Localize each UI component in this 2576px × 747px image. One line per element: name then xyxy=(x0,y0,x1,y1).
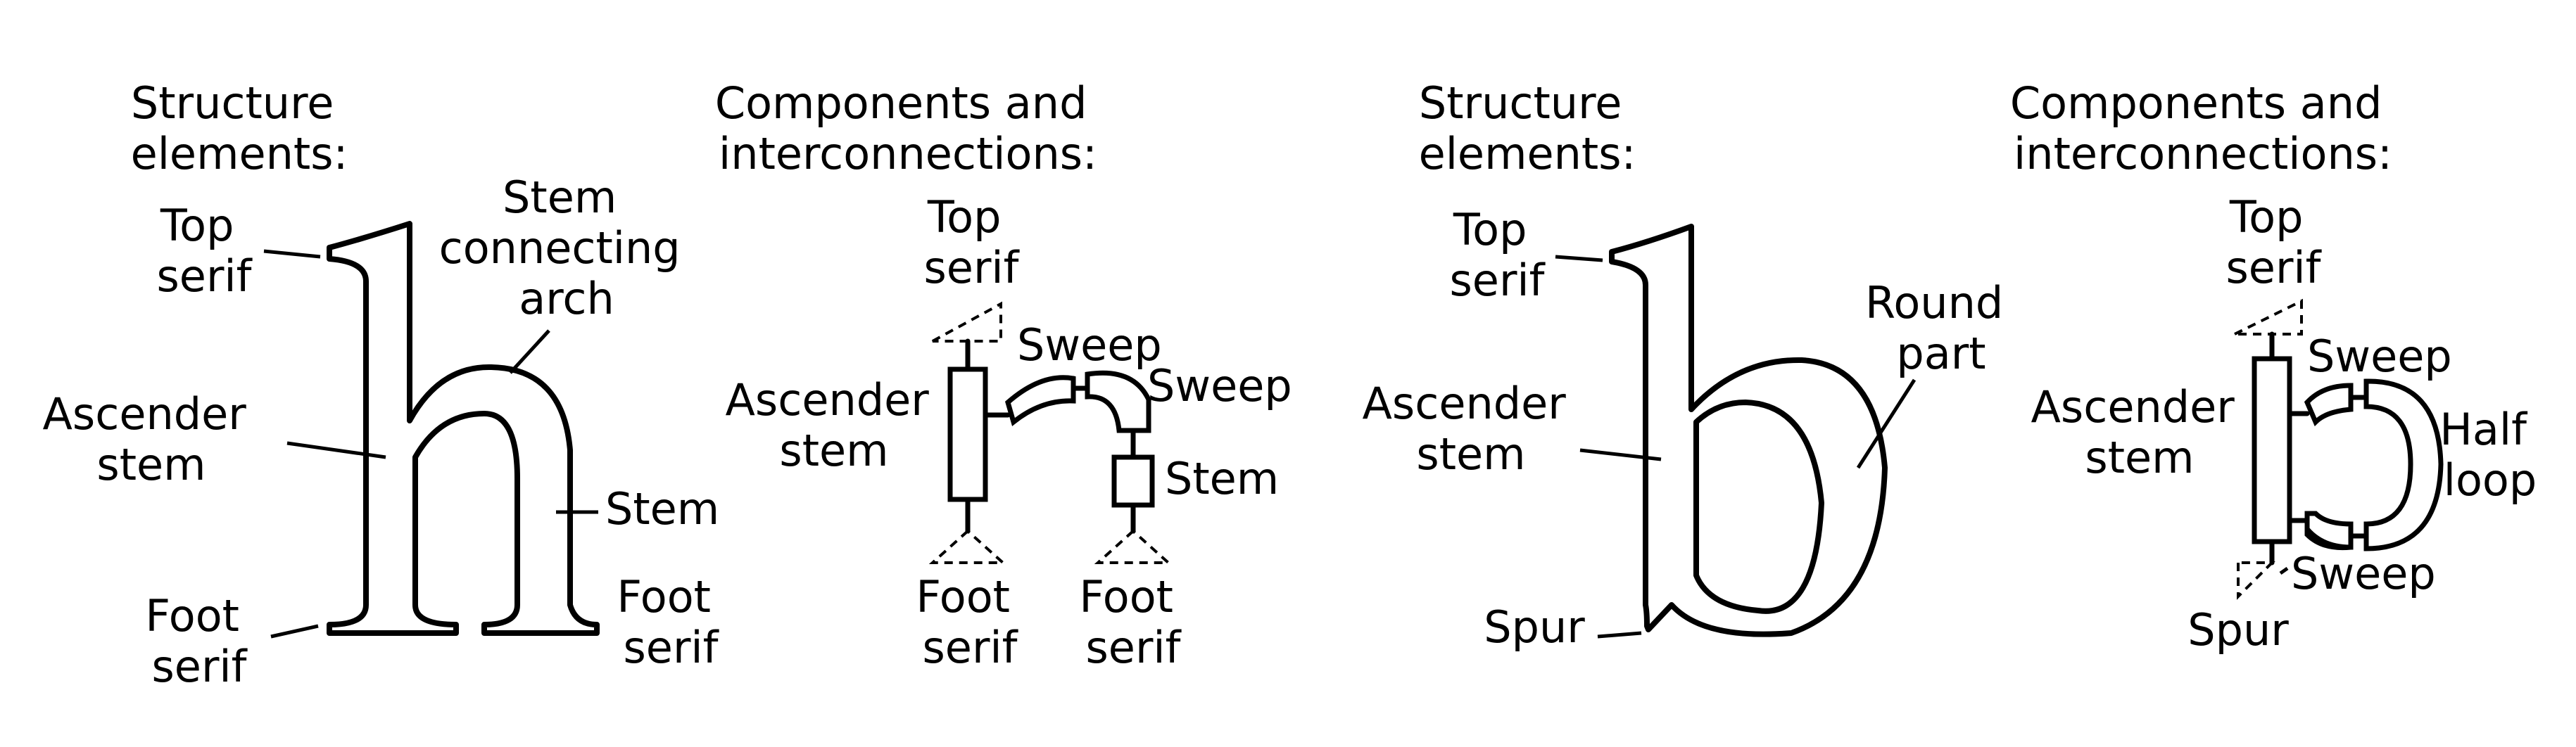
h-stem-label: Stem xyxy=(605,483,719,535)
h-ascender-leader xyxy=(286,441,386,459)
b-comp-spur-placeholder xyxy=(2237,561,2275,600)
b-top-serif-label: Top serif xyxy=(1450,204,1546,306)
h-comp-foot-serif-left-placeholder xyxy=(928,529,1007,564)
b-comp-sweep-top-shape xyxy=(2304,383,2354,427)
panel3-heading: Structure elements: xyxy=(1419,77,1636,179)
h-foot-serif-left-label: Foot serif xyxy=(145,590,253,692)
b-comp-top-serif-placeholder xyxy=(2234,298,2303,336)
b-spur-leader xyxy=(1597,631,1642,639)
b-comp-half-loop-label: Half loop xyxy=(2439,404,2540,506)
h-comp-foot-serif-right-label: Foot serif xyxy=(1079,571,1187,673)
h-comp-sweep-2-label: Sweep xyxy=(1147,360,1292,411)
letter-h-outline xyxy=(327,221,600,636)
b-comp-sweep-bottom-leader xyxy=(2279,566,2289,575)
h-comp-stem-box xyxy=(1111,454,1155,508)
b-comp-sweep-top-label: Sweep xyxy=(2307,331,2452,382)
panel2-heading: Components and interconnections: xyxy=(715,77,1101,179)
h-comp-top-serif-placeholder xyxy=(932,301,1002,343)
h-stem-connecting-arch-label: Stem connecting arch xyxy=(439,172,695,324)
h-comp-ascender-stem-label: Ascender stem xyxy=(726,374,943,476)
b-comp-ascender-stem-box xyxy=(2252,356,2292,544)
h-comp-foot-serif-right-placeholder xyxy=(1094,529,1173,564)
h-comp-foot-serif-left-label: Foot serif xyxy=(916,571,1023,673)
panel-h-components: Components and interconnections: Top ser… xyxy=(715,77,1292,673)
panel-h-structure: Structure elements: Top serif Stem conne… xyxy=(43,77,724,692)
b-round-part-label: Round part xyxy=(1865,277,2017,379)
h-comp-sweep-1-shape xyxy=(1005,375,1076,427)
b-comp-ascender-stem-label: Ascender stem xyxy=(2031,381,2249,483)
b-ascender-stem-label: Ascender stem xyxy=(1363,378,1580,480)
h-foot-serif-left-leader xyxy=(270,624,319,639)
b-comp-sweep-bottom-body xyxy=(2304,511,2354,550)
b-comp-half-loop-shape xyxy=(2363,378,2444,551)
h-comp-sweep-2-shape xyxy=(1085,370,1151,433)
h-comp-top-serif-label: Top serif xyxy=(924,191,1021,293)
h-top-serif-label: Top serif xyxy=(157,200,253,302)
b-ascender-leader xyxy=(1579,448,1662,461)
h-top-serif-leader xyxy=(263,249,321,259)
panel4-heading: Components and interconnections: xyxy=(2010,77,2396,179)
b-top-serif-leader xyxy=(1555,255,1603,262)
b-comp-spur-label: Spur xyxy=(2187,604,2289,656)
b-comp-sweep-bottom-label: Sweep xyxy=(2291,548,2436,599)
panel-b-structure: Structure elements: Top serif Round part… xyxy=(1363,77,2017,653)
h-ascender-stem-label: Ascender stem xyxy=(43,388,260,490)
letter-b-outline xyxy=(1609,224,1888,637)
h-comp-sweep-1-label: Sweep xyxy=(1017,319,1162,371)
panel-b-components: Components and interconnections: Top ser… xyxy=(2010,77,2540,656)
h-comp-ascender-stem-box xyxy=(947,366,988,502)
panel1-heading: Structure elements: xyxy=(131,77,348,179)
b-round-part-leader xyxy=(1856,378,1917,469)
b-comp-top-serif-label: Top serif xyxy=(2226,191,2323,293)
b-spur-label: Spur xyxy=(1484,601,1585,653)
h-comp-stem-label: Stem xyxy=(1165,453,1279,504)
h-arch-leader xyxy=(509,329,550,374)
h-foot-serif-right-label: Foot serif xyxy=(617,571,724,673)
